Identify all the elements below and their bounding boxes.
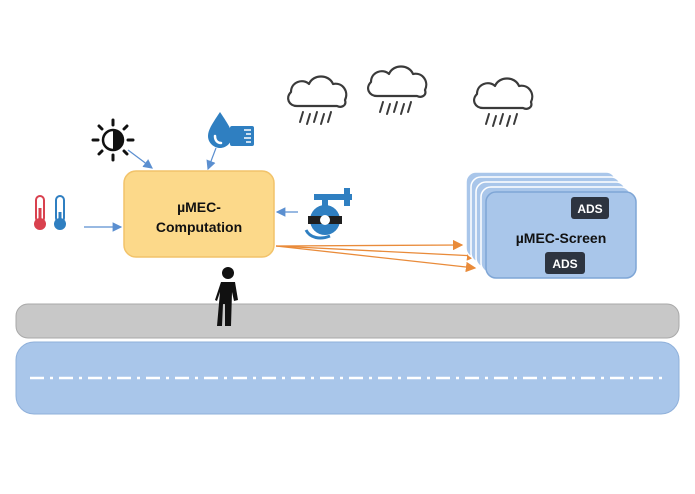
ads-label-top: ADS [577,202,602,216]
ads-badge-top [571,197,609,219]
rain-cloud-icon [367,65,428,116]
road [15,303,680,415]
brightness-arrow [127,149,153,169]
brightness-icon [91,118,135,162]
computation-node: µMEC- Computation [123,170,275,258]
ads-badge-bottom [545,252,585,274]
humidity-arrow [206,147,217,171]
output-arrow [275,239,464,251]
computation-label-line1: µMEC- [177,199,221,215]
pedestrian-icon [215,267,238,326]
humidity-icon [208,112,254,148]
thermometer-icon [34,195,66,230]
ads-label-bottom: ADS [552,257,577,271]
computation-label-line2: Computation [156,219,242,235]
screen-label: µMEC-Screen [516,230,607,246]
camera-icon [304,188,352,240]
rain-cloud-icon [473,77,534,128]
screen-node: ADS µMEC-Screen ADS [465,171,637,279]
rain-cloud-icon [287,75,348,126]
output-arrow [275,245,477,273]
output-arrow [275,245,478,261]
street [15,341,680,415]
computation-box [123,170,275,258]
sidewalk [15,303,680,339]
